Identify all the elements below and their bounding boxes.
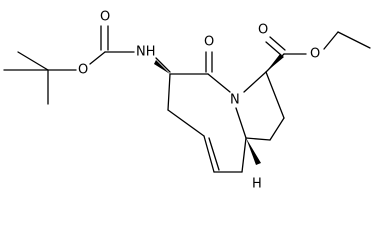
bond-n-c-alpha xyxy=(155,57,171,73)
bond-c3-ch2 xyxy=(265,71,285,119)
atom-o-ester-carbonyl: O xyxy=(258,23,268,38)
bond-ch2-alkene xyxy=(167,109,205,137)
atom-o-carbamate-ester: O xyxy=(78,63,88,78)
hash-wedge-nh xyxy=(154,60,170,74)
bond-ch2-ch2 xyxy=(269,117,285,141)
bond-ch2-bridge xyxy=(245,137,271,141)
bond-o-ethyl-1 xyxy=(323,31,339,50)
bond-n-c3 xyxy=(243,71,267,93)
atom-o-lactam: O xyxy=(204,35,214,50)
structure-canvas: O O NH O N O O H xyxy=(3,10,371,192)
bond-ester-c-o-a xyxy=(265,41,282,56)
atom-nh: NH xyxy=(136,45,156,60)
bond-alkene-1 xyxy=(203,135,215,173)
bond-alkene-2 xyxy=(208,137,220,171)
hash-wedge-ester xyxy=(266,54,284,72)
bond-bridgehead-n xyxy=(235,107,247,139)
bond-ethyl-2 xyxy=(337,31,371,49)
hash-wedge-h xyxy=(246,138,261,165)
atom-o-ester: O xyxy=(310,47,320,62)
atom-n-ring: N xyxy=(230,93,240,108)
bond-ester-c-o-b xyxy=(269,36,286,51)
atom-h-stereo: H xyxy=(252,177,262,192)
bond-calpha-ch2 xyxy=(167,73,171,111)
molecule-drawing: O O NH O N O O H xyxy=(3,10,371,192)
atom-o-carbamate-carbonyl: O xyxy=(100,10,110,25)
bond-ch2-bridgehead xyxy=(241,137,247,173)
bond-tbu-c1 xyxy=(17,51,49,71)
bond-n-co xyxy=(207,73,231,93)
bond-o-carbamate-c xyxy=(89,51,106,65)
